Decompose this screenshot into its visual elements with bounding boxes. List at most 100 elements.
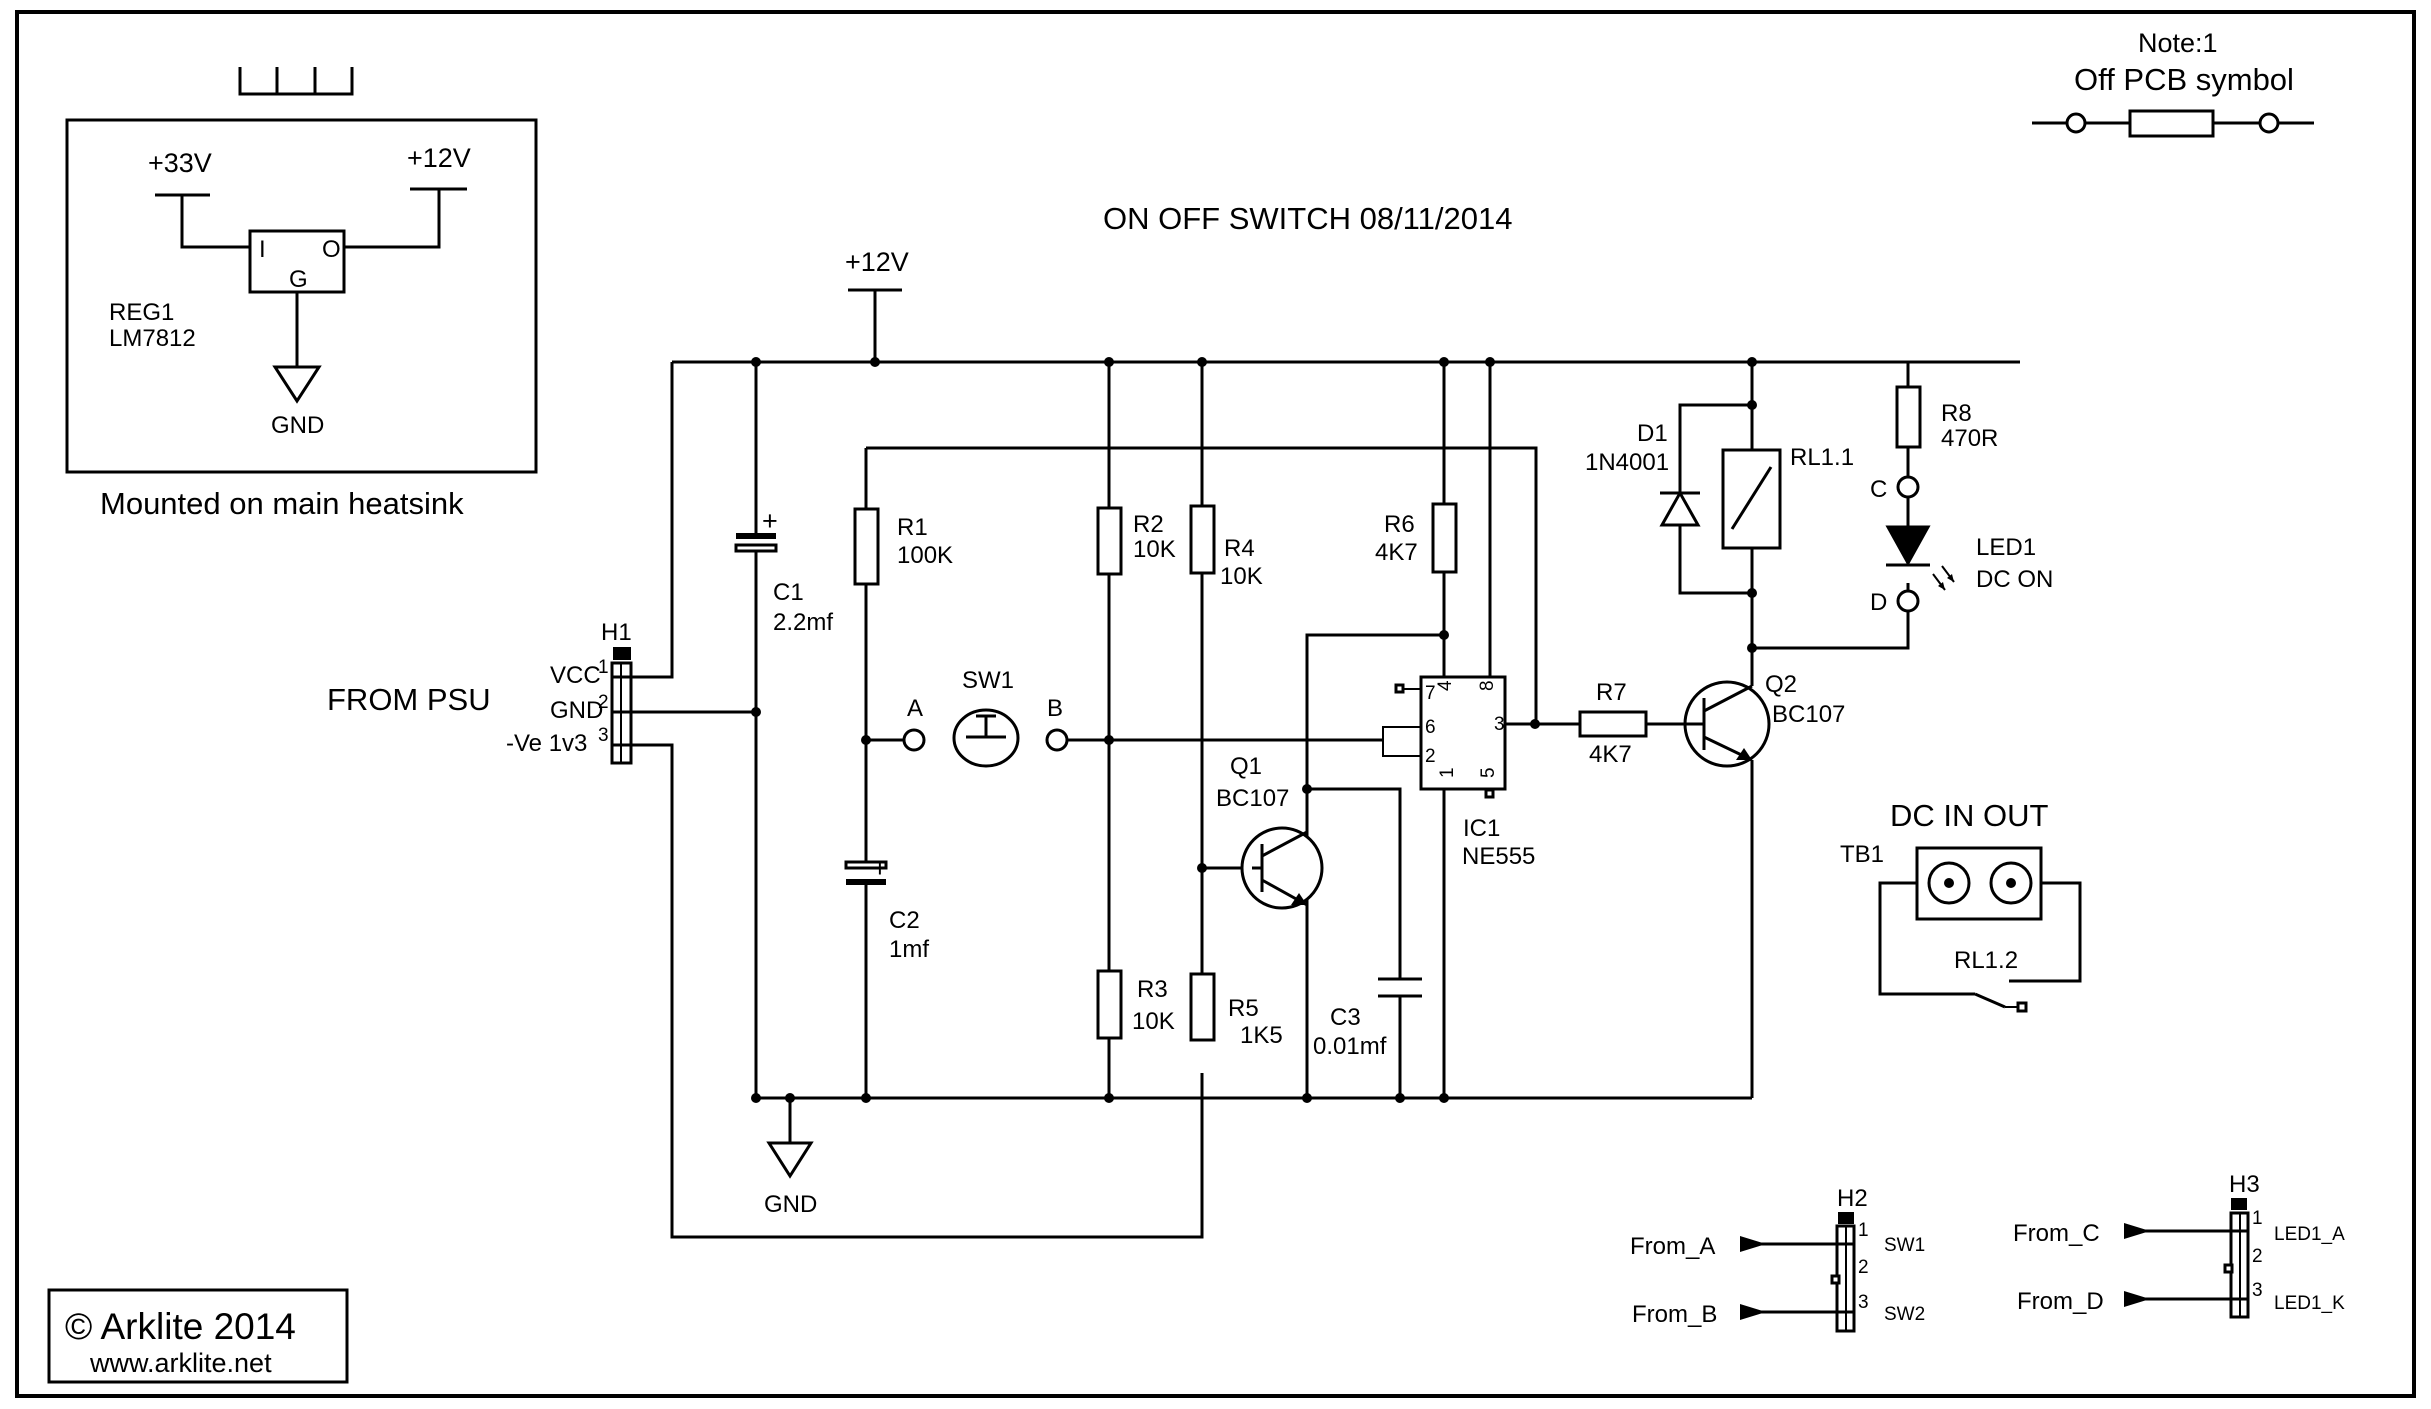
svg-text:LED1_K: LED1_K (2274, 1293, 2345, 1314)
svg-text:5: 5 (1478, 767, 1499, 778)
svg-text:SW1: SW1 (962, 667, 1014, 694)
rail-12v-in-label: +12V (407, 143, 471, 173)
svg-text:R8: R8 (1941, 400, 1972, 427)
svg-text:From_D: From_D (2017, 1288, 2104, 1315)
heatsink-caption: Mounted on main heatsink (100, 486, 464, 521)
note-heading: Note:1 (2138, 28, 2218, 58)
resistor-r3: R3 10K (1096, 969, 1175, 1040)
svg-text:R2: R2 (1133, 511, 1164, 538)
transistor-q2: Q2 BC107 (1683, 671, 1845, 768)
svg-text:A: A (907, 695, 923, 722)
svg-text:B: B (1047, 695, 1063, 722)
svg-text:GND: GND (550, 697, 603, 724)
svg-text:From_C: From_C (2013, 1220, 2100, 1247)
svg-text:3: 3 (1494, 714, 1505, 735)
copyright-text: © Arklite 2014 (65, 1306, 296, 1347)
svg-text:4: 4 (1435, 680, 1456, 691)
svg-text:4K7: 4K7 (1375, 539, 1418, 566)
note-text: Off PCB symbol (2074, 62, 2294, 97)
capacitor-c3: C3 0.01mf (1313, 977, 1422, 1060)
svg-text:C1: C1 (773, 579, 804, 606)
copyright-box: © Arklite 2014 www.arklite.net (47, 1288, 349, 1384)
capacitor-c1: + C1 2.2mf (734, 506, 833, 636)
svg-text:1: 1 (1437, 767, 1458, 778)
svg-text:TB1: TB1 (1840, 841, 1884, 868)
svg-text:From_B: From_B (1632, 1301, 1717, 1328)
svg-text:DC ON: DC ON (1976, 566, 2053, 593)
rail-33v-label: +33V (148, 148, 212, 178)
svg-text:10K: 10K (1132, 1008, 1175, 1035)
from-psu-label: FROM PSU (327, 682, 491, 717)
svg-text:100K: 100K (897, 542, 953, 569)
svg-text:1: 1 (1858, 1220, 1869, 1241)
svg-text:C: C (1870, 476, 1887, 503)
junction-dots (751, 357, 1757, 1103)
svg-text:4K7: 4K7 (1589, 741, 1632, 768)
connector-h3: H3 1 2 3 LED1_A LED1_K From_C From_D (2013, 1171, 2345, 1319)
drawing-frame (15, 10, 2416, 1398)
svg-text:R5: R5 (1228, 995, 1259, 1022)
resistor-r7: R7 4K7 (1578, 679, 1648, 768)
resistor-r8: R8 470R (1895, 385, 1998, 452)
svg-text:BC107: BC107 (1772, 701, 1845, 728)
svg-text:LED1_A: LED1_A (2274, 1224, 2345, 1245)
svg-text:C3: C3 (1330, 1004, 1361, 1031)
svg-text:3: 3 (1858, 1292, 1869, 1313)
svg-text:470R: 470R (1941, 425, 1998, 452)
svg-text:R6: R6 (1384, 511, 1415, 538)
svg-text:2: 2 (1425, 746, 1436, 767)
pin1-marker (613, 647, 631, 660)
svg-text:R1: R1 (897, 514, 928, 541)
svg-text:NE555: NE555 (1462, 843, 1535, 870)
supply-12v-label: +12V (845, 247, 909, 277)
copyright-url: www.arklite.net (89, 1348, 272, 1378)
h1-ref: H1 (601, 619, 632, 646)
resistor-r2: R2 10K (1096, 506, 1176, 576)
svg-text:1K5: 1K5 (1240, 1022, 1283, 1049)
diagram-title: ON OFF SWITCH 08/11/2014 (1103, 201, 1512, 236)
svg-text:RL1.2: RL1.2 (1954, 947, 2018, 974)
svg-text:I: I (259, 236, 266, 263)
svg-text:R3: R3 (1137, 976, 1168, 1003)
ground-icon (766, 1141, 814, 1179)
svg-text:D: D (1870, 589, 1887, 616)
capacitor-c2: + C2 1mf (844, 853, 929, 963)
reg-ref: REG1 (109, 299, 174, 326)
svg-text:SW2: SW2 (1884, 1304, 1925, 1325)
svg-text:+: + (872, 853, 888, 883)
wires (645, 288, 2020, 1239)
connector-h2: H2 1 2 3 SW1 SW2 From_A From_B (1630, 1185, 1925, 1333)
svg-text:10K: 10K (1133, 536, 1176, 563)
svg-text:2: 2 (2252, 1246, 2263, 1267)
svg-text:R7: R7 (1596, 679, 1627, 706)
svg-text:2: 2 (1858, 1257, 1869, 1278)
terminal-block-tb1: DC IN OUT TB1 RL1.2 (1840, 798, 2082, 1013)
svg-text:G: G (289, 266, 308, 293)
svg-text:SW1: SW1 (1884, 1235, 1925, 1256)
svg-text:8: 8 (1477, 680, 1498, 691)
svg-text:LED1: LED1 (1976, 534, 2036, 561)
svg-text:Q1: Q1 (1230, 753, 1262, 780)
resistor-r4: R4 10K (1189, 504, 1263, 590)
connector-h1: FROM PSU H1 1 2 3 VCC GND -Ve 1v3 (327, 619, 645, 765)
ic1-ne555: 7 4 8 6 3 2 1 5 IC1 NE555 (1383, 675, 1535, 870)
svg-text:Q2: Q2 (1765, 671, 1797, 698)
reg-gnd-label: GND (271, 412, 324, 439)
svg-text:H3: H3 (2229, 1171, 2260, 1198)
svg-text:C2: C2 (889, 907, 920, 934)
main-gnd-label: GND (764, 1191, 817, 1218)
svg-text:O: O (322, 236, 341, 263)
transistor-q1: Q1 BC107 (1216, 753, 1324, 1098)
svg-text:2.2mf: 2.2mf (773, 609, 833, 636)
svg-text:-Ve 1v3: -Ve 1v3 (506, 730, 587, 757)
heatsink-regulator-box: +33V +12V I O G GND REG1 LM7812 (65, 67, 538, 474)
svg-text:10K: 10K (1220, 563, 1263, 590)
svg-text:2: 2 (598, 692, 609, 713)
note-off-pcb-symbol: Note:1 Off PCB symbol (2032, 28, 2314, 138)
svg-text:BC107: BC107 (1216, 785, 1289, 812)
heatsink-icon (238, 67, 354, 96)
resistor-r5: R5 1K5 (1189, 972, 1283, 1049)
svg-text:3: 3 (598, 725, 609, 746)
svg-text:0.01mf: 0.01mf (1313, 1033, 1387, 1060)
